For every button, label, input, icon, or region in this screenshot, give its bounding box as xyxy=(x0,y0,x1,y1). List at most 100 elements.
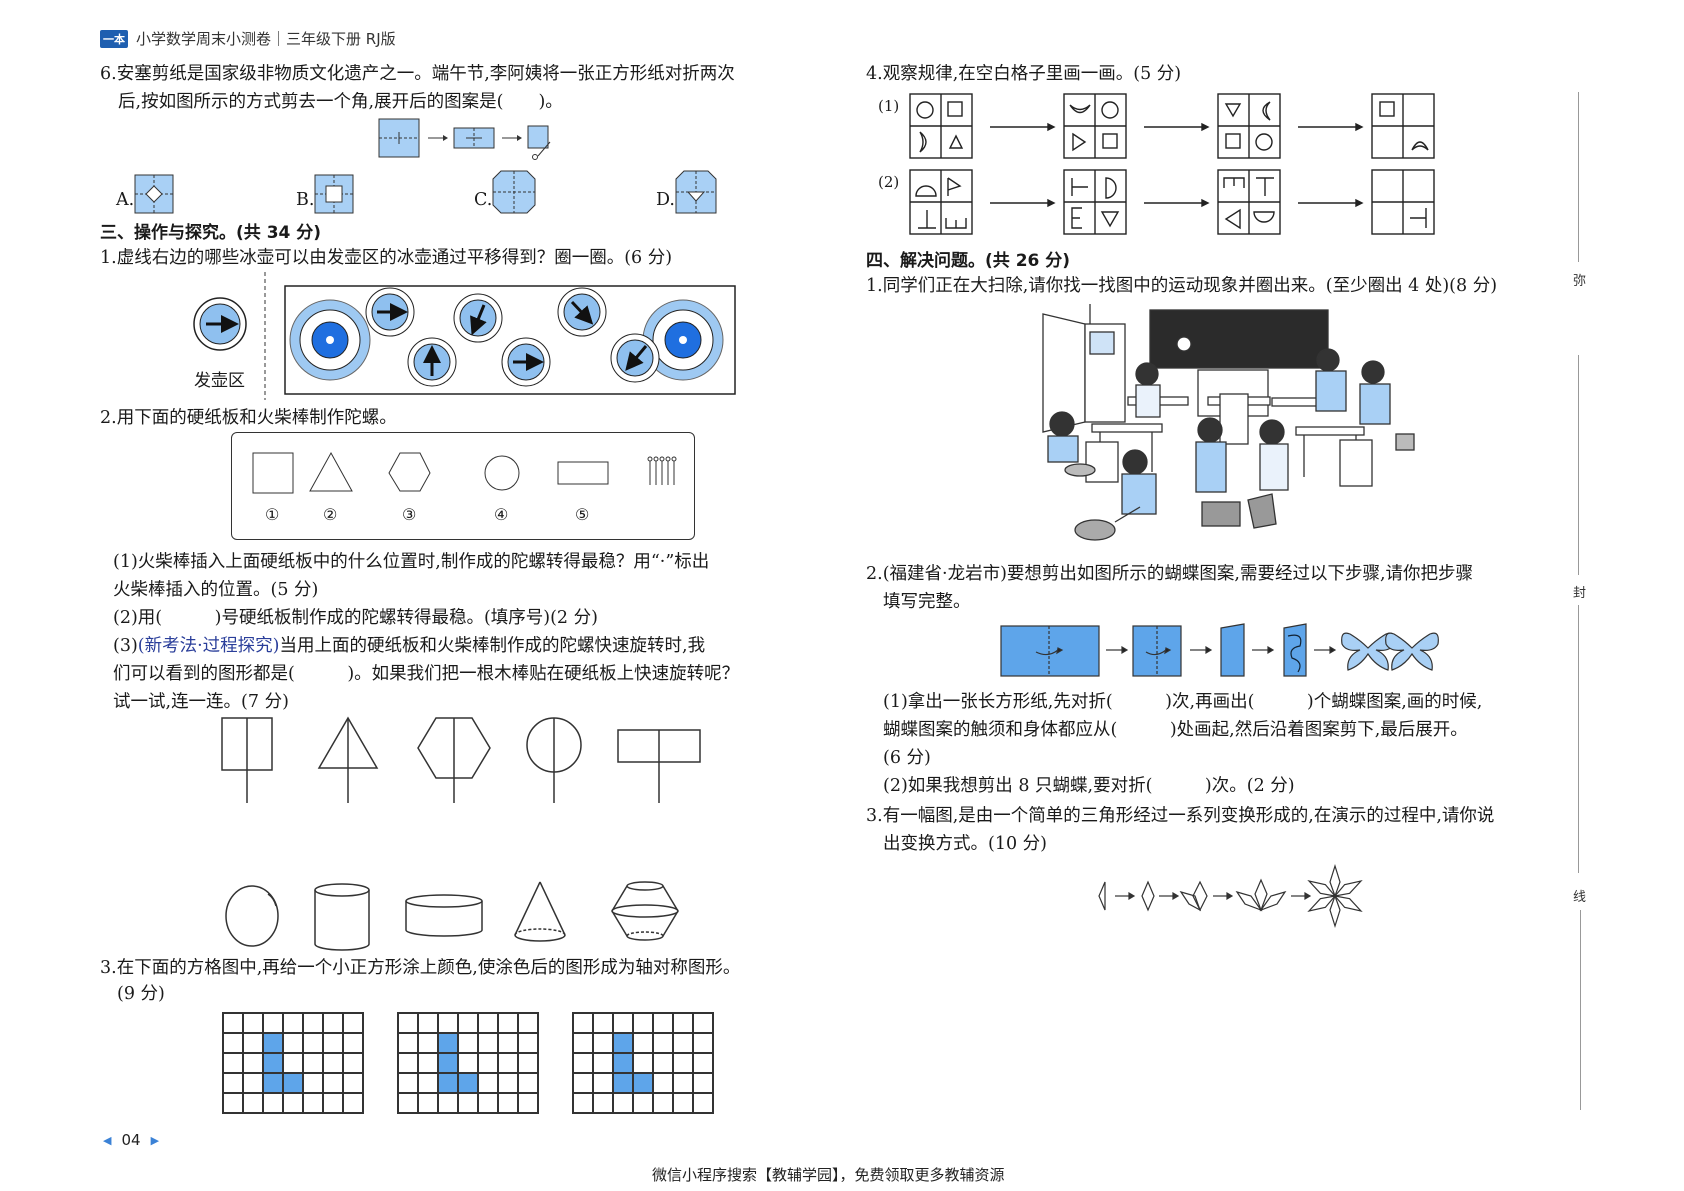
grid-cell[interactable] xyxy=(398,1073,418,1093)
grid-cell[interactable] xyxy=(653,1053,673,1073)
grid-cell[interactable] xyxy=(613,1093,633,1113)
grid-cell-filled[interactable] xyxy=(458,1073,478,1093)
grid-cell[interactable] xyxy=(673,1013,693,1033)
grid-cell[interactable] xyxy=(693,1073,713,1093)
grid-cell[interactable] xyxy=(458,1093,478,1113)
grid-cell[interactable] xyxy=(593,1033,613,1053)
grid-cell[interactable] xyxy=(498,1053,518,1073)
grid-cell[interactable] xyxy=(323,1073,343,1093)
grid-cell[interactable] xyxy=(303,1053,323,1073)
grid-cell[interactable] xyxy=(323,1013,343,1033)
grid-cell[interactable] xyxy=(418,1033,438,1053)
grid-cell[interactable] xyxy=(633,1093,653,1113)
grid-cell[interactable] xyxy=(693,1093,713,1113)
grid-cell[interactable] xyxy=(398,1033,418,1053)
grid-cell[interactable] xyxy=(653,1073,673,1093)
grid-cell[interactable] xyxy=(498,1093,518,1113)
option-c[interactable]: C. xyxy=(474,170,656,214)
grid-cell[interactable] xyxy=(303,1093,323,1113)
grid-cell[interactable] xyxy=(693,1033,713,1053)
grid-cell[interactable] xyxy=(263,1093,283,1113)
grid-cell[interactable] xyxy=(458,1013,478,1033)
grid-cell[interactable] xyxy=(343,1013,363,1033)
grid-cell[interactable] xyxy=(613,1013,633,1033)
grid-cell[interactable] xyxy=(438,1093,458,1113)
grid-cell[interactable] xyxy=(458,1033,478,1053)
grid-cell[interactable] xyxy=(283,1053,303,1073)
grid-cell[interactable] xyxy=(418,1053,438,1073)
grid-cell-filled[interactable] xyxy=(438,1053,458,1073)
grid-cell[interactable] xyxy=(498,1073,518,1093)
prev-page-icon[interactable]: ◀ xyxy=(103,1133,112,1147)
grid-cell[interactable] xyxy=(478,1093,498,1113)
grid-cell[interactable] xyxy=(518,1033,538,1053)
grid-cell[interactable] xyxy=(223,1013,243,1033)
grid-cell[interactable] xyxy=(498,1013,518,1033)
grid-cell[interactable] xyxy=(653,1093,673,1113)
option-d[interactable]: D. xyxy=(656,170,717,214)
grid-cell[interactable] xyxy=(478,1033,498,1053)
grid-cell-filled[interactable] xyxy=(438,1073,458,1093)
grid-cell[interactable] xyxy=(573,1033,593,1053)
grid-cell[interactable] xyxy=(693,1053,713,1073)
grid-cell[interactable] xyxy=(573,1073,593,1093)
grid-cell[interactable] xyxy=(343,1033,363,1053)
grid-cell-filled[interactable] xyxy=(633,1073,653,1093)
grid-cell-filled[interactable] xyxy=(613,1053,633,1073)
grid-cell[interactable] xyxy=(223,1093,243,1113)
grid-cell[interactable] xyxy=(438,1013,458,1033)
grid-cell[interactable] xyxy=(593,1093,613,1113)
grid-cell[interactable] xyxy=(478,1013,498,1033)
grid-cell[interactable] xyxy=(243,1093,263,1113)
grid-cell[interactable] xyxy=(398,1013,418,1033)
grid-cell[interactable] xyxy=(653,1013,673,1033)
symmetry-grid[interactable] xyxy=(222,1012,364,1114)
grid-cell[interactable] xyxy=(518,1013,538,1033)
grid-cell[interactable] xyxy=(303,1013,323,1033)
grid-cell[interactable] xyxy=(343,1073,363,1093)
grid-cell[interactable] xyxy=(398,1093,418,1113)
grid-cell[interactable] xyxy=(593,1013,613,1033)
grid-cell-filled[interactable] xyxy=(438,1033,458,1053)
grid-cell[interactable] xyxy=(633,1033,653,1053)
grid-cell[interactable] xyxy=(223,1053,243,1073)
grid-cell[interactable] xyxy=(223,1033,243,1053)
grid-cell[interactable] xyxy=(593,1053,613,1073)
grid-cell[interactable] xyxy=(343,1053,363,1073)
option-b[interactable]: B. xyxy=(296,170,474,214)
grid-cell-filled[interactable] xyxy=(613,1033,633,1053)
grid-cell[interactable] xyxy=(693,1013,713,1033)
grid-cell[interactable] xyxy=(243,1073,263,1093)
grid-cell[interactable] xyxy=(343,1093,363,1113)
grid-cell[interactable] xyxy=(518,1093,538,1113)
grid-cell[interactable] xyxy=(498,1033,518,1053)
grid-cell[interactable] xyxy=(418,1013,438,1033)
grid-cell[interactable] xyxy=(518,1053,538,1073)
grid-cell[interactable] xyxy=(633,1013,653,1033)
grid-cell[interactable] xyxy=(418,1093,438,1113)
grid-cell[interactable] xyxy=(263,1013,283,1033)
grid-cell[interactable] xyxy=(323,1033,343,1053)
grid-cell[interactable] xyxy=(573,1053,593,1073)
grid-cell[interactable] xyxy=(283,1093,303,1113)
grid-cell[interactable] xyxy=(323,1053,343,1073)
symmetry-grid[interactable] xyxy=(397,1012,539,1114)
grid-cell[interactable] xyxy=(303,1073,323,1093)
grid-cell[interactable] xyxy=(478,1073,498,1093)
grid-cell[interactable] xyxy=(323,1093,343,1113)
grid-cell[interactable] xyxy=(458,1053,478,1073)
grid-cell-filled[interactable] xyxy=(613,1073,633,1093)
grid-cell[interactable] xyxy=(653,1033,673,1053)
grid-cell[interactable] xyxy=(673,1033,693,1053)
grid-cell[interactable] xyxy=(593,1073,613,1093)
grid-cell[interactable] xyxy=(243,1053,263,1073)
grid-cell[interactable] xyxy=(398,1053,418,1073)
grid-cell[interactable] xyxy=(418,1073,438,1093)
grid-cell-filled[interactable] xyxy=(283,1073,303,1093)
grid-cell[interactable] xyxy=(303,1033,323,1053)
grid-cell[interactable] xyxy=(573,1013,593,1033)
grid-cell[interactable] xyxy=(573,1093,593,1113)
grid-cell-filled[interactable] xyxy=(263,1033,283,1053)
symmetry-grid[interactable] xyxy=(572,1012,714,1114)
grid-cell[interactable] xyxy=(673,1073,693,1093)
